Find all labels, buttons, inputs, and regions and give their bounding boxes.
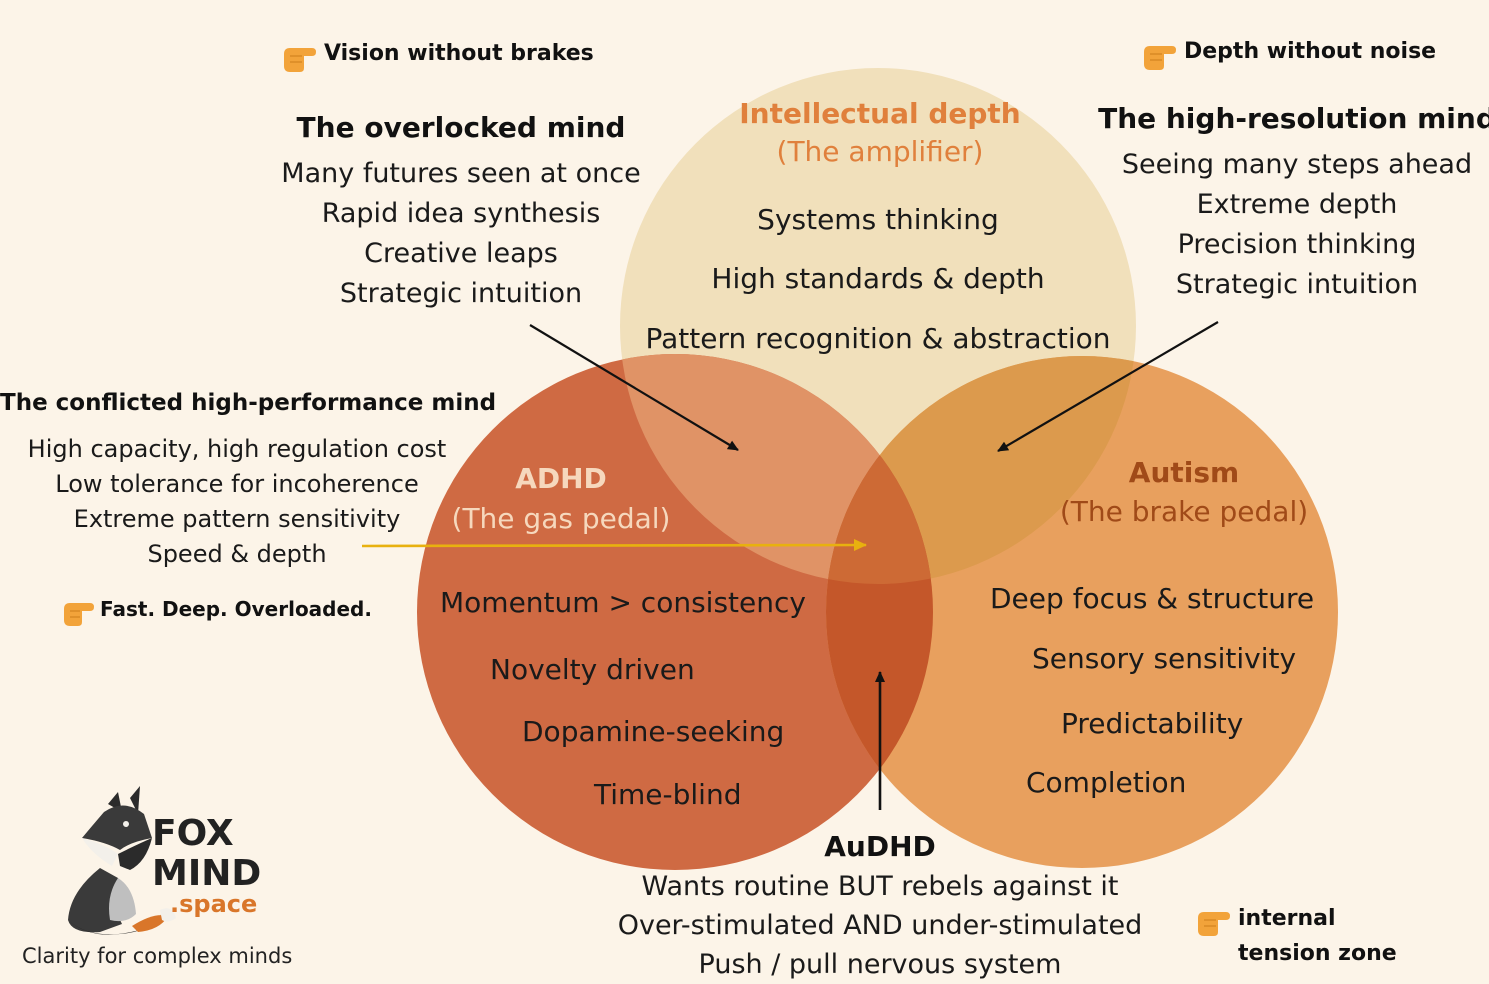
conflicted-line: Low tolerance for incoherence <box>55 470 419 498</box>
adhd-item: Time-blind <box>594 778 742 811</box>
high-resolution-line: Extreme depth <box>1196 189 1398 220</box>
brand-suffix: .space <box>170 890 258 918</box>
adhd-item: Dopamine-seeking <box>522 715 785 748</box>
brand-name-line2: MIND <box>152 853 262 894</box>
pointing-hand-icon <box>64 603 94 626</box>
callout-overlocked-mind: The overlocked mind Many futures seen at… <box>281 108 640 314</box>
circle-intellectual-title: Intellectual depth <box>739 97 1021 130</box>
arrow-high-resolution <box>997 321 1219 452</box>
pointing-hand-icon <box>284 48 316 72</box>
high-resolution-heading: The high-resolution mind <box>1098 102 1489 135</box>
brand-tagline: Clarity for complex minds <box>22 944 293 968</box>
intellectual-item: Systems thinking <box>757 203 999 236</box>
brand-name-line1: FOX <box>152 813 234 854</box>
autism-item: Predictability <box>1061 707 1244 740</box>
audhd-line: Over-stimulated AND under-stimulated <box>617 910 1143 941</box>
overlocked-line: Strategic intuition <box>339 278 583 309</box>
overlocked-line: Creative leaps <box>364 238 558 269</box>
autism-item: Completion <box>1026 766 1187 799</box>
conflicted-line: Speed & depth <box>147 540 327 568</box>
audhd-line: Push / pull nervous system <box>698 949 1062 980</box>
audhd-line: Wants routine BUT rebels against it <box>641 871 1119 902</box>
pointing-hand-icon <box>1144 46 1176 70</box>
overlocked-line: Rapid idea synthesis <box>321 198 601 229</box>
autism-item: Sensory sensitivity <box>1032 642 1297 675</box>
intellectual-item: Pattern recognition & abstraction <box>645 322 1111 355</box>
audhd-heading: AuDHD <box>824 830 936 863</box>
tag-internal-tension-line1: internal <box>1238 906 1336 931</box>
pointing-hand-icon <box>1198 912 1230 936</box>
tag-vision-without-brakes: Vision without brakes <box>324 41 594 66</box>
high-resolution-line: Seeing many steps ahead <box>1121 149 1473 180</box>
circle-autism-title: Autism <box>1128 456 1240 489</box>
tag-depth-without-noise: Depth without noise <box>1184 39 1437 64</box>
conflicted-line: High capacity, high regulation cost <box>27 435 447 463</box>
conflicted-line: Extreme pattern sensitivity <box>73 505 401 533</box>
callout-audhd: AuDHD Wants routine BUT rebels against i… <box>618 827 1143 984</box>
tag-internal-tension-line2: tension zone <box>1238 941 1397 966</box>
circle-adhd-title: ADHD <box>515 462 607 495</box>
circle-autism-label: Autism (The brake pedal) <box>1060 455 1308 533</box>
overlocked-line: Many futures seen at once <box>281 158 641 189</box>
autism-item: Deep focus & structure <box>990 582 1315 615</box>
arrow-conflicted <box>361 539 867 552</box>
adhd-item: Novelty driven <box>490 653 695 686</box>
circle-adhd-label: ADHD (The gas pedal) <box>452 460 671 540</box>
overlocked-heading: The overlocked mind <box>296 111 626 144</box>
overlap-intellectual-autism <box>826 356 1136 584</box>
high-resolution-line: Precision thinking <box>1177 229 1417 260</box>
adhd-item: Momentum > consistency <box>440 586 806 619</box>
circle-intellectual-subtitle: (The amplifier) <box>776 135 984 168</box>
circle-adhd-subtitle: (The gas pedal) <box>451 502 671 535</box>
circle-autism-subtitle: (The brake pedal) <box>1059 495 1309 528</box>
callout-high-resolution-mind: The high-resolution mind Seeing many ste… <box>1098 99 1489 305</box>
high-resolution-line: Strategic intuition <box>1175 269 1419 300</box>
callout-conflicted-mind: High capacity, high regulation cost Low … <box>28 432 447 572</box>
fox-logo-icon <box>68 786 176 935</box>
arrow-overlocked <box>529 324 739 451</box>
intellectual-item: High standards & depth <box>711 262 1045 295</box>
tag-fast-deep-overloaded: Fast. Deep. Overloaded. <box>100 597 372 621</box>
overlap-intellectual-adhd <box>620 354 933 584</box>
circle-intellectual-label: Intellectual depth (The amplifier) <box>739 96 1020 172</box>
conflicted-heading: The conflicted high-performance mind <box>0 390 497 416</box>
